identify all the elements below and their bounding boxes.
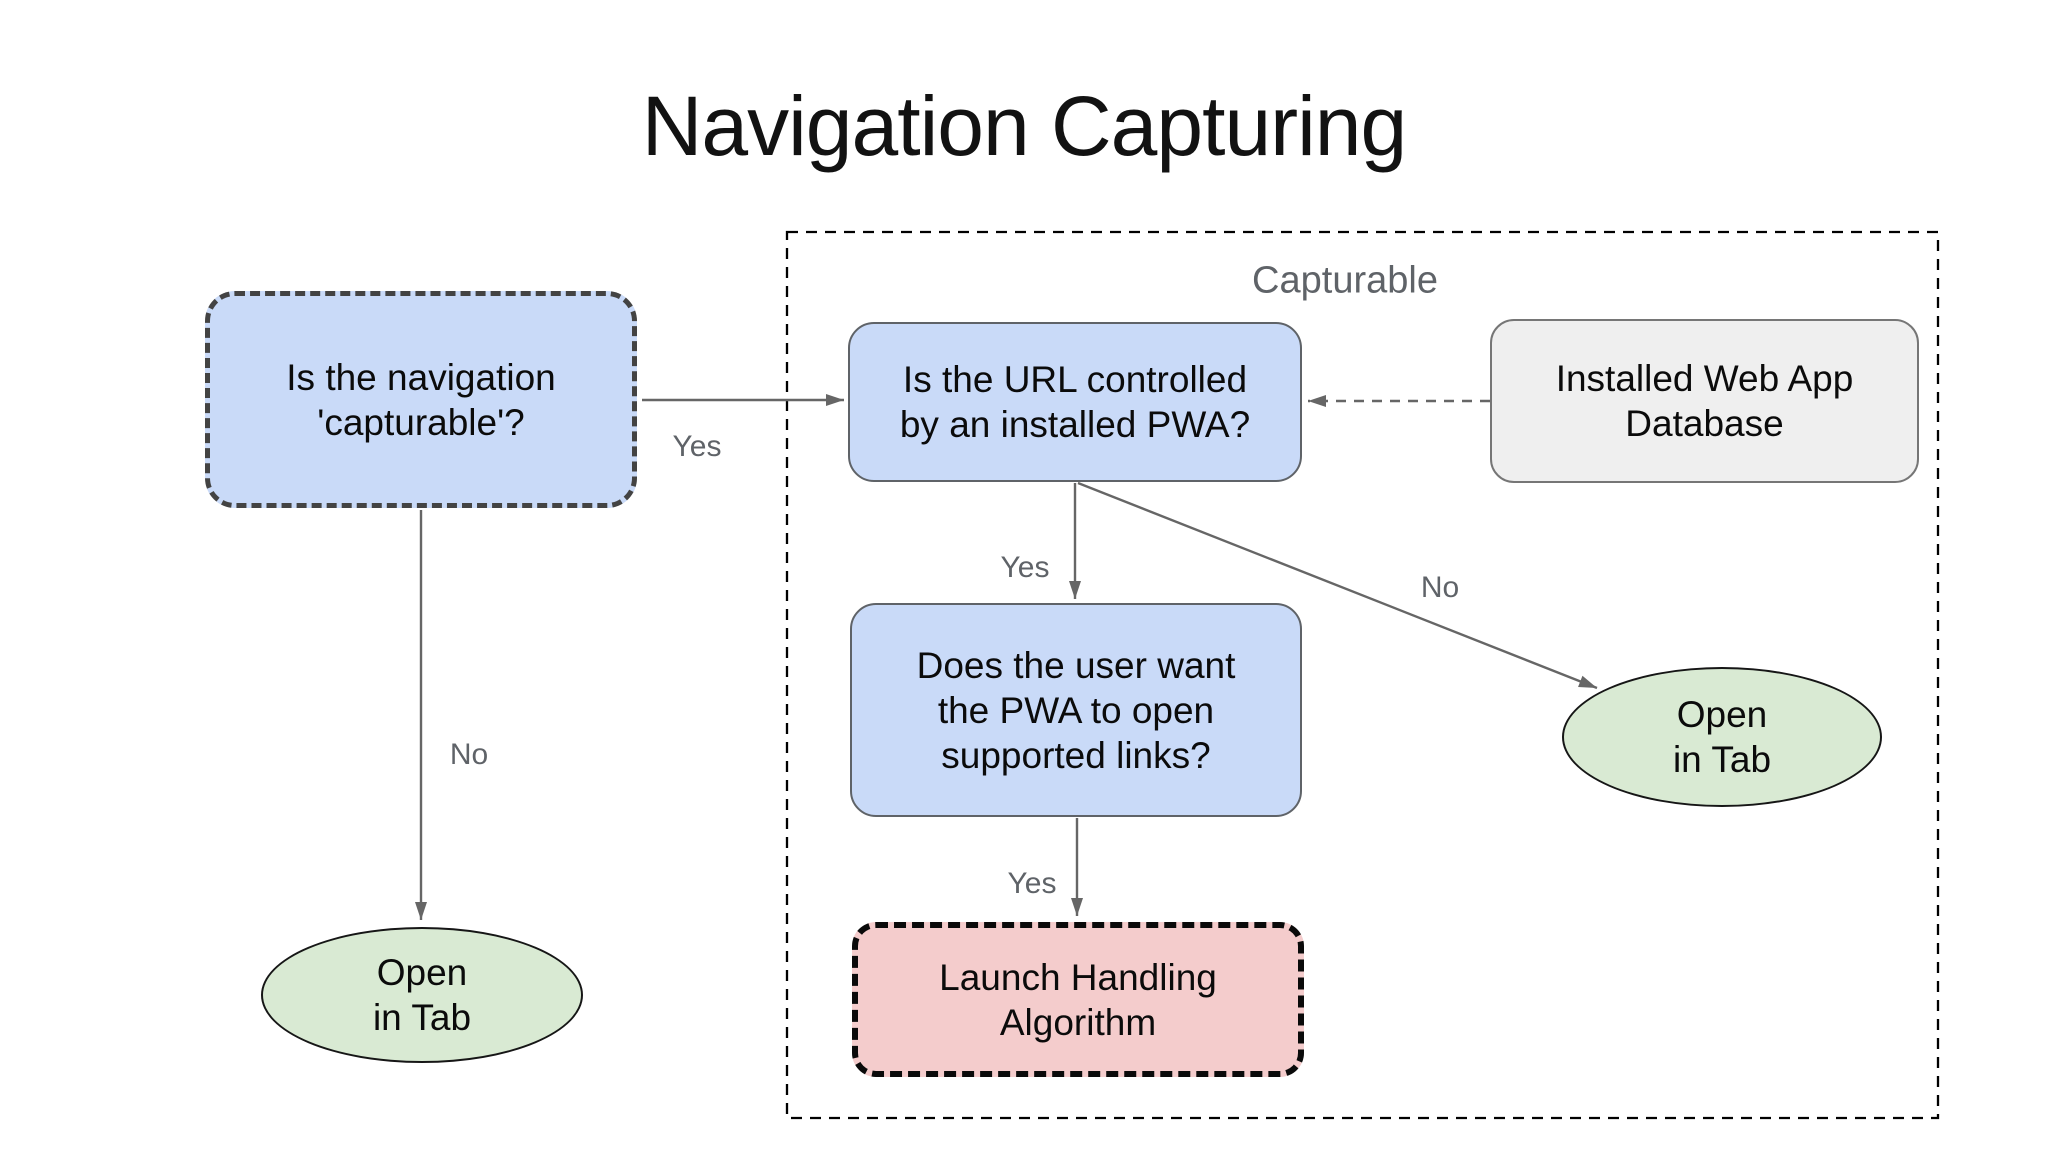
edge-label-url-yes: Yes (1000, 551, 1050, 584)
node-installed-web-app-database: Installed Web App Database (1490, 319, 1919, 483)
edge-url-no (1077, 481, 1598, 690)
node-open-in-tab-right: Open in Tab (1562, 667, 1882, 807)
node-launch-handling-algorithm: Launch Handling Algorithm (852, 922, 1304, 1077)
capturable-region-label: Capturable (1252, 259, 1438, 302)
node-is-url-controlled-by-pwa: Is the URL controlled by an installed PW… (848, 322, 1302, 482)
edge-label-url-no: No (1420, 571, 1460, 604)
node-open-in-tab-left: Open in Tab (261, 927, 583, 1063)
node-is-navigation-capturable: Is the navigation 'capturable'? (205, 291, 637, 508)
capturable-region-outline (785, 230, 1940, 1120)
edge-label-capturable-no: No (449, 738, 489, 771)
diagram-title: Navigation Capturing (641, 79, 1407, 173)
edge-label-user-want-yes: Yes (1007, 867, 1057, 900)
edge-label-capturable-yes: Yes (672, 430, 722, 463)
node-does-user-want-supported-links: Does the user want the PWA to open suppo… (850, 603, 1302, 817)
